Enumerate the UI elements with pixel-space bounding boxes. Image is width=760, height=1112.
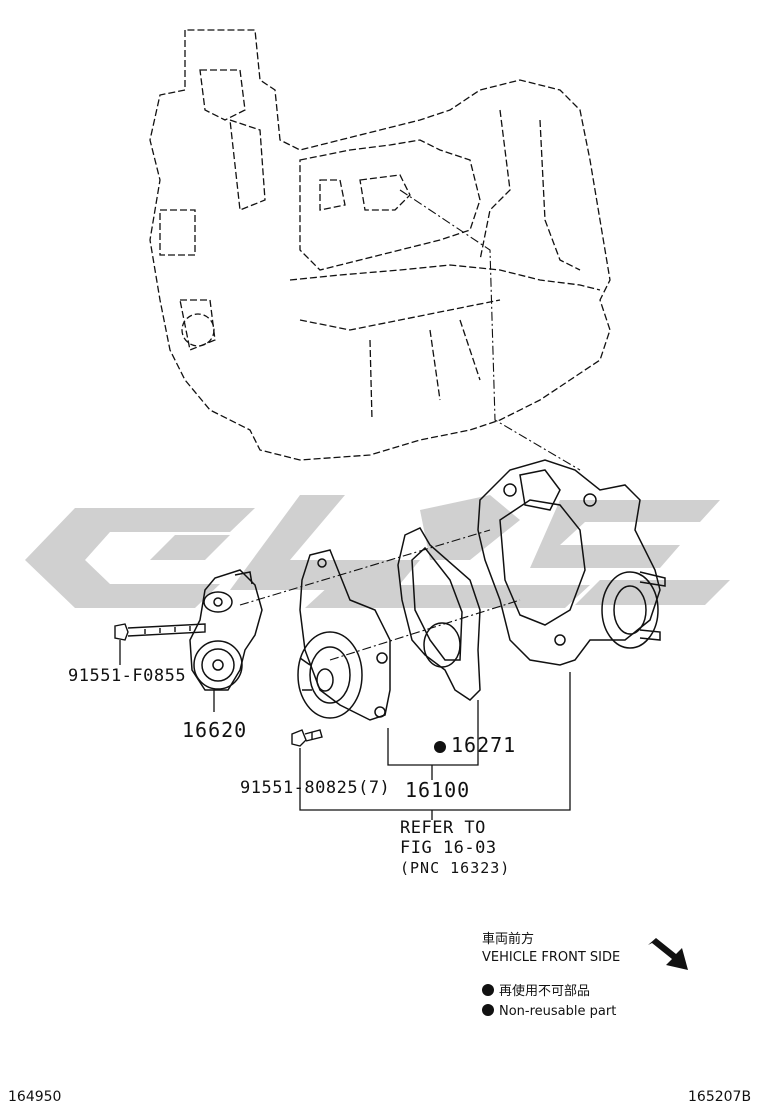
part-label-gasket-number: 16271 bbox=[451, 733, 517, 757]
refer-line-1: REFER TO bbox=[400, 818, 486, 838]
engine-boss-circle bbox=[181, 313, 215, 347]
alignment-lines bbox=[239, 189, 581, 661]
legend-nonreuse-en-row: Non-reusable part bbox=[482, 1004, 616, 1018]
legend-front-jp: 車両前方 bbox=[482, 932, 535, 947]
part-label-tensioner: 16620 bbox=[182, 718, 248, 742]
footer-right-code: 165207B bbox=[688, 1089, 752, 1105]
gasket-drawing bbox=[397, 527, 481, 701]
footer-left-code: 164950 bbox=[8, 1089, 62, 1105]
legend-dot-icon bbox=[482, 984, 494, 996]
legend-nonreuse-jp: 再使用不可部品 bbox=[499, 984, 591, 999]
part-label-gasket: 16271 bbox=[434, 735, 516, 755]
non-reusable-dot-icon bbox=[434, 741, 446, 753]
pump-plate-drawing bbox=[297, 549, 391, 721]
tensioner-drawing bbox=[189, 569, 263, 691]
engine-block-outline bbox=[149, 29, 611, 461]
refer-line-3: (PNC 16323) bbox=[400, 859, 511, 877]
refer-line-2: FIG 16-03 bbox=[400, 838, 497, 858]
leader-lines bbox=[119, 640, 571, 820]
vehicle-front-arrow-icon bbox=[648, 938, 688, 970]
part-label-bolt-tensioner: 91551-F0855 bbox=[68, 666, 187, 686]
water-pump-drawing bbox=[477, 459, 666, 666]
part-label-bolt-pump: 91551-80825(7) bbox=[240, 778, 391, 798]
part-label-water-pump: 16100 bbox=[405, 778, 471, 802]
watermark-logo bbox=[25, 495, 730, 608]
legend-dot-icon-2 bbox=[482, 1004, 494, 1016]
legend-front-en: VEHICLE FRONT SIDE bbox=[482, 950, 621, 965]
bolt-tensioner-drawing bbox=[114, 623, 206, 641]
bolt-pump-drawing bbox=[291, 729, 323, 747]
legend-nonreuse-en: Non-reusable part bbox=[499, 1004, 617, 1019]
legend-nonreuse-jp-row: 再使用不可部品 bbox=[482, 984, 590, 998]
